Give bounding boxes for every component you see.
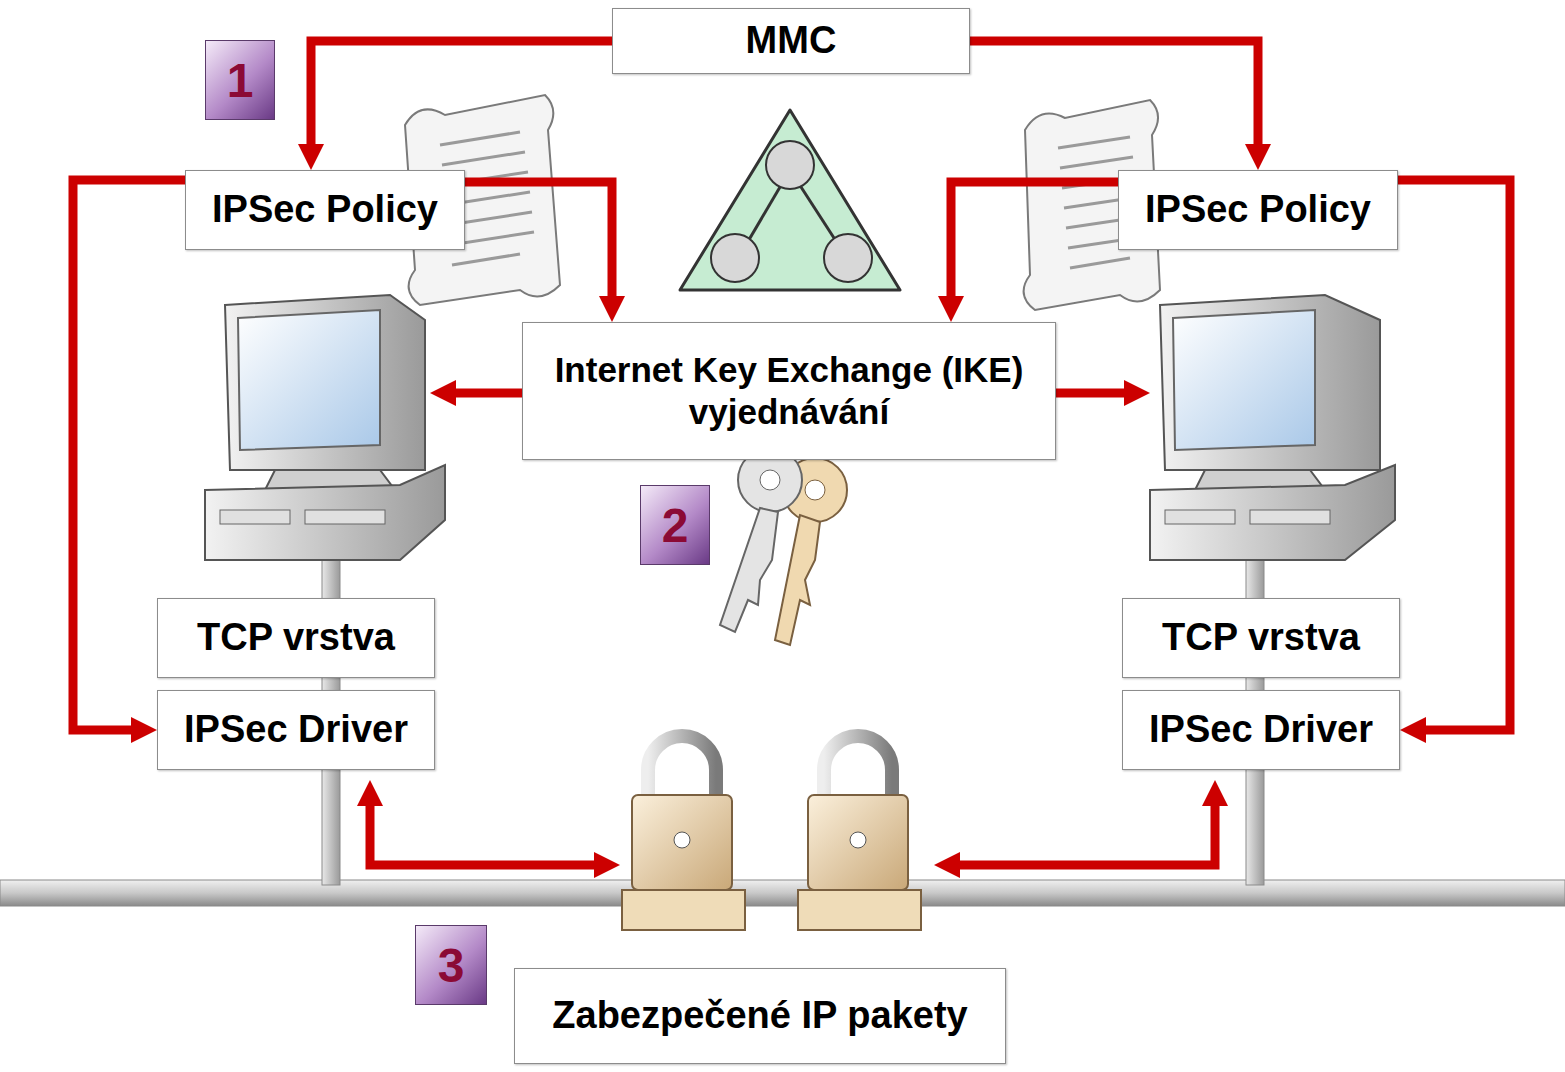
packets-box: Zabezpečené IP pakety	[514, 968, 1006, 1064]
driver-packet-arrow	[370, 806, 594, 865]
box-label: IPSec Driver	[1149, 707, 1373, 753]
callout-number: 3	[415, 925, 487, 1005]
layer-box: TCP vrstva	[157, 598, 435, 678]
policy-arrow	[465, 182, 612, 296]
policy-box: IPSec Policy	[185, 170, 465, 250]
box-label: TCP vrstva	[1162, 615, 1360, 661]
network-bus	[0, 880, 1565, 906]
policy-arrow	[311, 41, 612, 144]
policy-arrow	[1398, 180, 1510, 730]
callout-number: 2	[662, 498, 689, 553]
callout-number: 1	[205, 40, 275, 120]
box-label: IPSec Policy	[212, 187, 438, 233]
negotiation-box: Internet Key Exchange (IKE) vyjednávání	[522, 322, 1056, 460]
computer	[205, 295, 445, 560]
keys-icon	[720, 448, 847, 645]
driver-box: IPSec Driver	[157, 690, 435, 770]
padlock	[622, 736, 745, 930]
callout-number: 1	[227, 53, 254, 108]
box-label: IPSec Policy	[1145, 187, 1371, 233]
box-label: MMC	[746, 18, 837, 64]
box-label: IPSec Driver	[184, 707, 408, 753]
tool-box: MMC	[612, 8, 970, 74]
padlock	[798, 736, 921, 930]
layer-box: TCP vrstva	[1122, 598, 1400, 678]
box-label: Zabezpečené IP pakety	[552, 993, 967, 1039]
policy-arrow	[970, 41, 1258, 144]
computer	[1150, 295, 1395, 560]
network-triangle	[680, 110, 900, 290]
policy-arrow	[951, 182, 1118, 296]
callout-number: 2	[640, 485, 710, 565]
box-label: TCP vrstva	[197, 615, 395, 661]
callout-number: 3	[438, 938, 465, 993]
box-label: Internet Key Exchange (IKE) vyjednávání	[523, 349, 1055, 433]
policy-box: IPSec Policy	[1118, 170, 1398, 250]
driver-box: IPSec Driver	[1122, 690, 1400, 770]
driver-packet-arrow	[960, 806, 1215, 865]
